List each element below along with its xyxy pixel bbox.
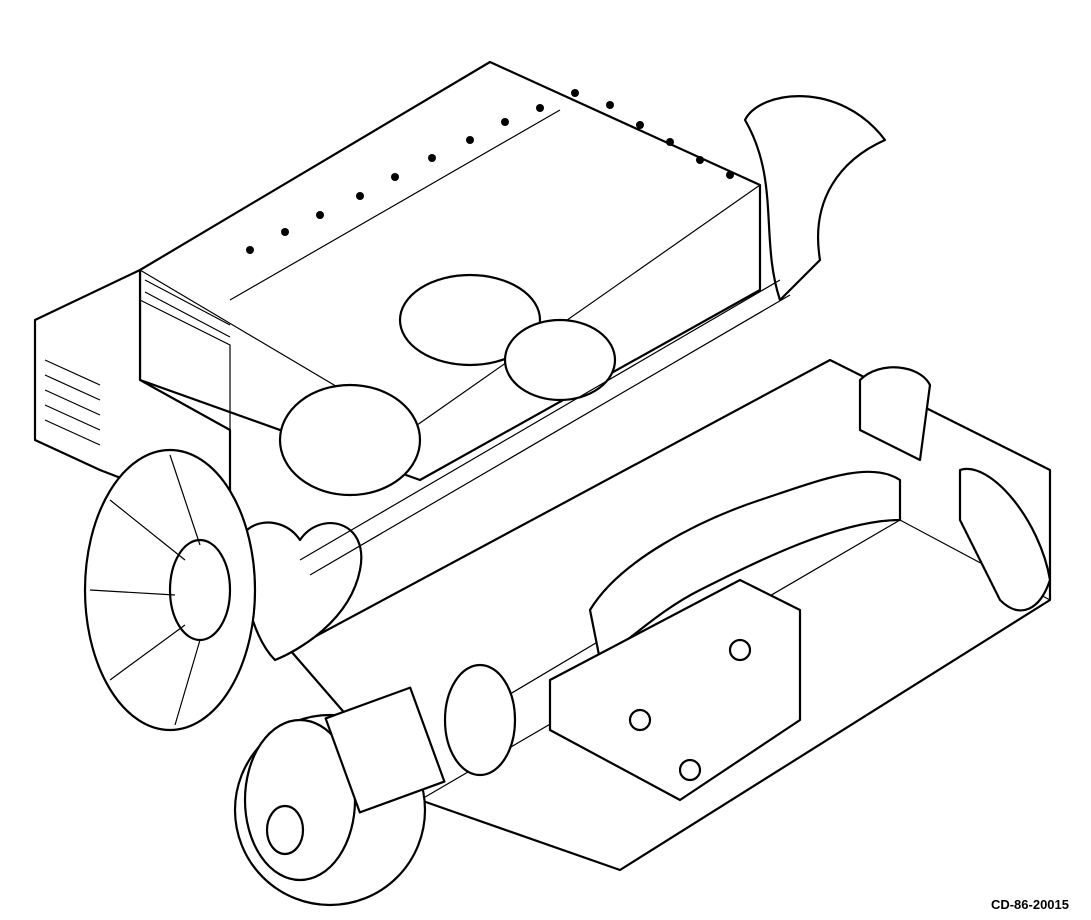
rear-tube — [858, 366, 932, 462]
turbo-assembly — [237, 273, 791, 662]
figure-identifier: CD-86-20015 — [990, 897, 1069, 912]
radiator-fins — [44, 279, 231, 446]
accessory-block — [548, 578, 802, 802]
gearbox-output — [233, 663, 517, 907]
compressor-housing-cutaway — [237, 521, 363, 662]
bolt-row — [246, 89, 734, 254]
cooling-fan — [83, 448, 257, 732]
rear-pump-housing — [958, 467, 1052, 612]
exhaust-manifold — [588, 470, 902, 662]
exhaust-duct — [743, 95, 887, 302]
